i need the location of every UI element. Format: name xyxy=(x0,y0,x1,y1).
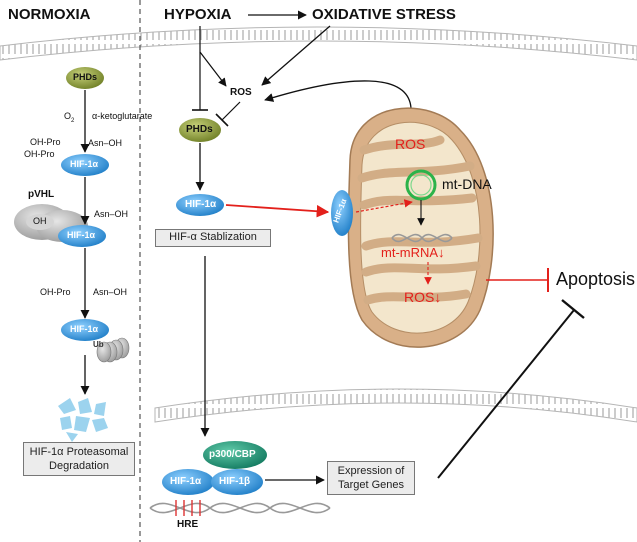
hif1a-label-nucleus: HIF-1α xyxy=(170,476,202,487)
ubiquitin-chain xyxy=(96,337,130,363)
hif1a-label-hypoxia: HIF-1α xyxy=(185,199,217,210)
phds-label-hypoxia: PHDs xyxy=(186,124,213,135)
o2-label: O2 xyxy=(64,112,74,124)
arrow-stress-to-ros xyxy=(261,25,331,86)
nuclear-membrane xyxy=(154,388,637,423)
degradation-box: HIF-1α Proteasomal Degradation xyxy=(23,442,135,476)
normoxia-header: NORMOXIA xyxy=(8,6,91,23)
degraded-fragments xyxy=(58,398,108,442)
o2-text: O xyxy=(64,111,72,121)
oh-pro-label-2: OH-Pro xyxy=(24,149,55,159)
target-genes-line-1: Expression of xyxy=(337,465,405,477)
o2-subscript: 2 xyxy=(71,117,75,124)
p300-cbp-label: p300/CBP xyxy=(209,449,256,460)
ros-down-label: ROS↓ xyxy=(404,289,442,305)
hre-marks xyxy=(175,500,201,516)
inhibit-ros-phds-bar xyxy=(215,113,229,127)
hif1a-protein-hypoxia xyxy=(176,194,224,216)
stabilization-box: HIF-α Stablization xyxy=(155,229,271,247)
hypoxia-header: HYPOXIA xyxy=(164,6,232,23)
oh-pro-label-3: OH-Pro xyxy=(40,287,71,297)
phds-protein-normoxia xyxy=(66,67,104,89)
asn-oh-label-1: Asn–OH xyxy=(88,138,123,148)
mt-mrna-label: mt-mRNA↓ xyxy=(381,245,445,260)
mito-ros-label: ROS xyxy=(395,136,426,152)
apoptosis-label: Apoptosis xyxy=(556,269,636,289)
p300-cbp-protein xyxy=(203,441,267,469)
hif1a-label-2: HIF-1α xyxy=(67,230,96,240)
ketoglutarate-label: α-ketoglutarate xyxy=(92,111,153,121)
asn-oh-label-2: Asn–OH xyxy=(94,209,129,219)
genomic-dna-helix xyxy=(149,502,331,514)
target-genes-box: Expression of Target Genes xyxy=(327,461,415,495)
inhibit-ros-phds xyxy=(221,101,241,121)
oh-pro-label-1: OH-Pro xyxy=(30,137,61,147)
hif1a-protein-3 xyxy=(61,319,109,341)
pvhl-complex-part xyxy=(26,214,54,230)
hif1a-label-3: HIF-1α xyxy=(70,324,99,334)
arrow-hif-to-mtdna xyxy=(355,199,413,213)
oh-label: OH xyxy=(33,216,47,226)
mt-dna-ring-inner xyxy=(410,174,432,196)
degradation-line-1: HIF-1α Proteasomal xyxy=(29,446,129,458)
inhibit-genes-apoptosis-bar xyxy=(561,299,585,319)
phds-label-normoxia: PHDs xyxy=(73,72,98,82)
mt-dna-label: mt-DNA xyxy=(442,176,492,192)
hif1a-label-1: HIF-1α xyxy=(70,159,99,169)
arrow-mito-ros-to-ros xyxy=(264,80,412,129)
phds-protein-hypoxia xyxy=(179,118,221,142)
ub-label: Ub xyxy=(93,340,104,349)
target-genes-line-2: Target Genes xyxy=(337,479,405,491)
arrow-hif-to-mito xyxy=(225,204,330,218)
hif1a-protein-nucleus xyxy=(162,469,214,495)
hif1a-protein-1 xyxy=(61,154,109,176)
hif1a-protein-mito xyxy=(331,190,353,236)
plasma-membrane xyxy=(0,26,637,61)
hif1b-protein-nucleus xyxy=(211,469,263,495)
inhibit-genes-apoptosis xyxy=(437,309,575,479)
mt-dna-ring xyxy=(405,169,437,201)
oxidative-stress-header: OXIDATIVE STRESS xyxy=(312,6,456,23)
degradation-line-2: Degradation xyxy=(49,460,109,472)
ros-label: ROS xyxy=(230,87,252,98)
mt-dna-helix xyxy=(391,233,453,243)
asn-oh-label-3: Asn–OH xyxy=(93,287,128,297)
hif1b-label-nucleus: HIF-1β xyxy=(219,476,251,487)
hre-label: HRE xyxy=(177,519,199,530)
mitochondrion xyxy=(347,107,494,348)
hif1a-protein-2 xyxy=(58,225,106,247)
pvhl-label: pVHL xyxy=(28,189,55,200)
